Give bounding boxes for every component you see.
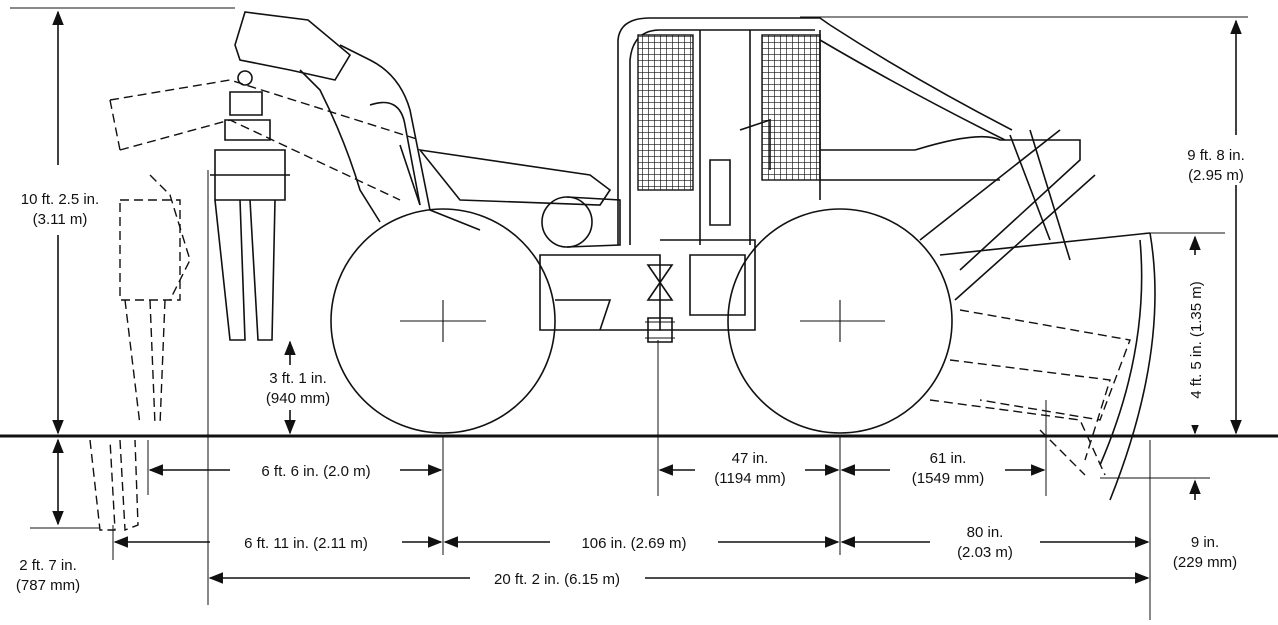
below-ground-metric: (787 mm) <box>16 577 80 594</box>
arch-reach-label: 6 ft. 6 in. (2.0 m) <box>261 463 370 480</box>
blade-drop-metric: (229 mm) <box>1173 554 1237 571</box>
overall-height-metric: (3.11 m) <box>33 211 88 228</box>
front-blade <box>914 129 1156 501</box>
front-overhang-imperial: 80 in. <box>967 524 1004 541</box>
grapple-alt-position <box>89 79 421 531</box>
below-ground-imperial: 2 ft. 7 in. <box>19 557 77 574</box>
overall-height-imperial: 10 ft. 2.5 in. <box>21 191 99 208</box>
rear-wheel <box>330 208 556 434</box>
cab-rops <box>617 17 1013 245</box>
skidder-machine <box>89 11 1156 531</box>
front-to-pivot-metric: (1194 mm) <box>714 470 785 487</box>
cab-height-metric: (2.95 m) <box>1188 167 1244 184</box>
grapple-clearance-metric: (940 mm) <box>266 390 330 407</box>
grapple-clearance-imperial: 3 ft. 1 in. <box>269 370 327 387</box>
front-wheel <box>727 208 953 434</box>
cab-height-imperial: 9 ft. 8 in. <box>1187 147 1245 164</box>
front-to-pivot-imperial: 47 in. <box>732 450 769 467</box>
grapple-reach-label: 6 ft. 11 in. (2.11 m) <box>244 535 368 552</box>
wheelbase-label: 106 in. (2.69 m) <box>581 535 686 552</box>
cab-screen-rear <box>637 34 694 191</box>
front-overhang-metric: (2.03 m) <box>957 544 1013 561</box>
overall-length-label: 20 ft. 2 in. (6.15 m) <box>494 571 620 588</box>
axle-to-blade-imperial: 61 in. <box>930 450 967 467</box>
blade-height-label: 4 ft. 5 in. (1.35 m) <box>1188 281 1205 399</box>
axle-to-blade-metric: (1549 mm) <box>912 470 985 487</box>
blade-drop-imperial: 9 in. <box>1191 534 1219 551</box>
